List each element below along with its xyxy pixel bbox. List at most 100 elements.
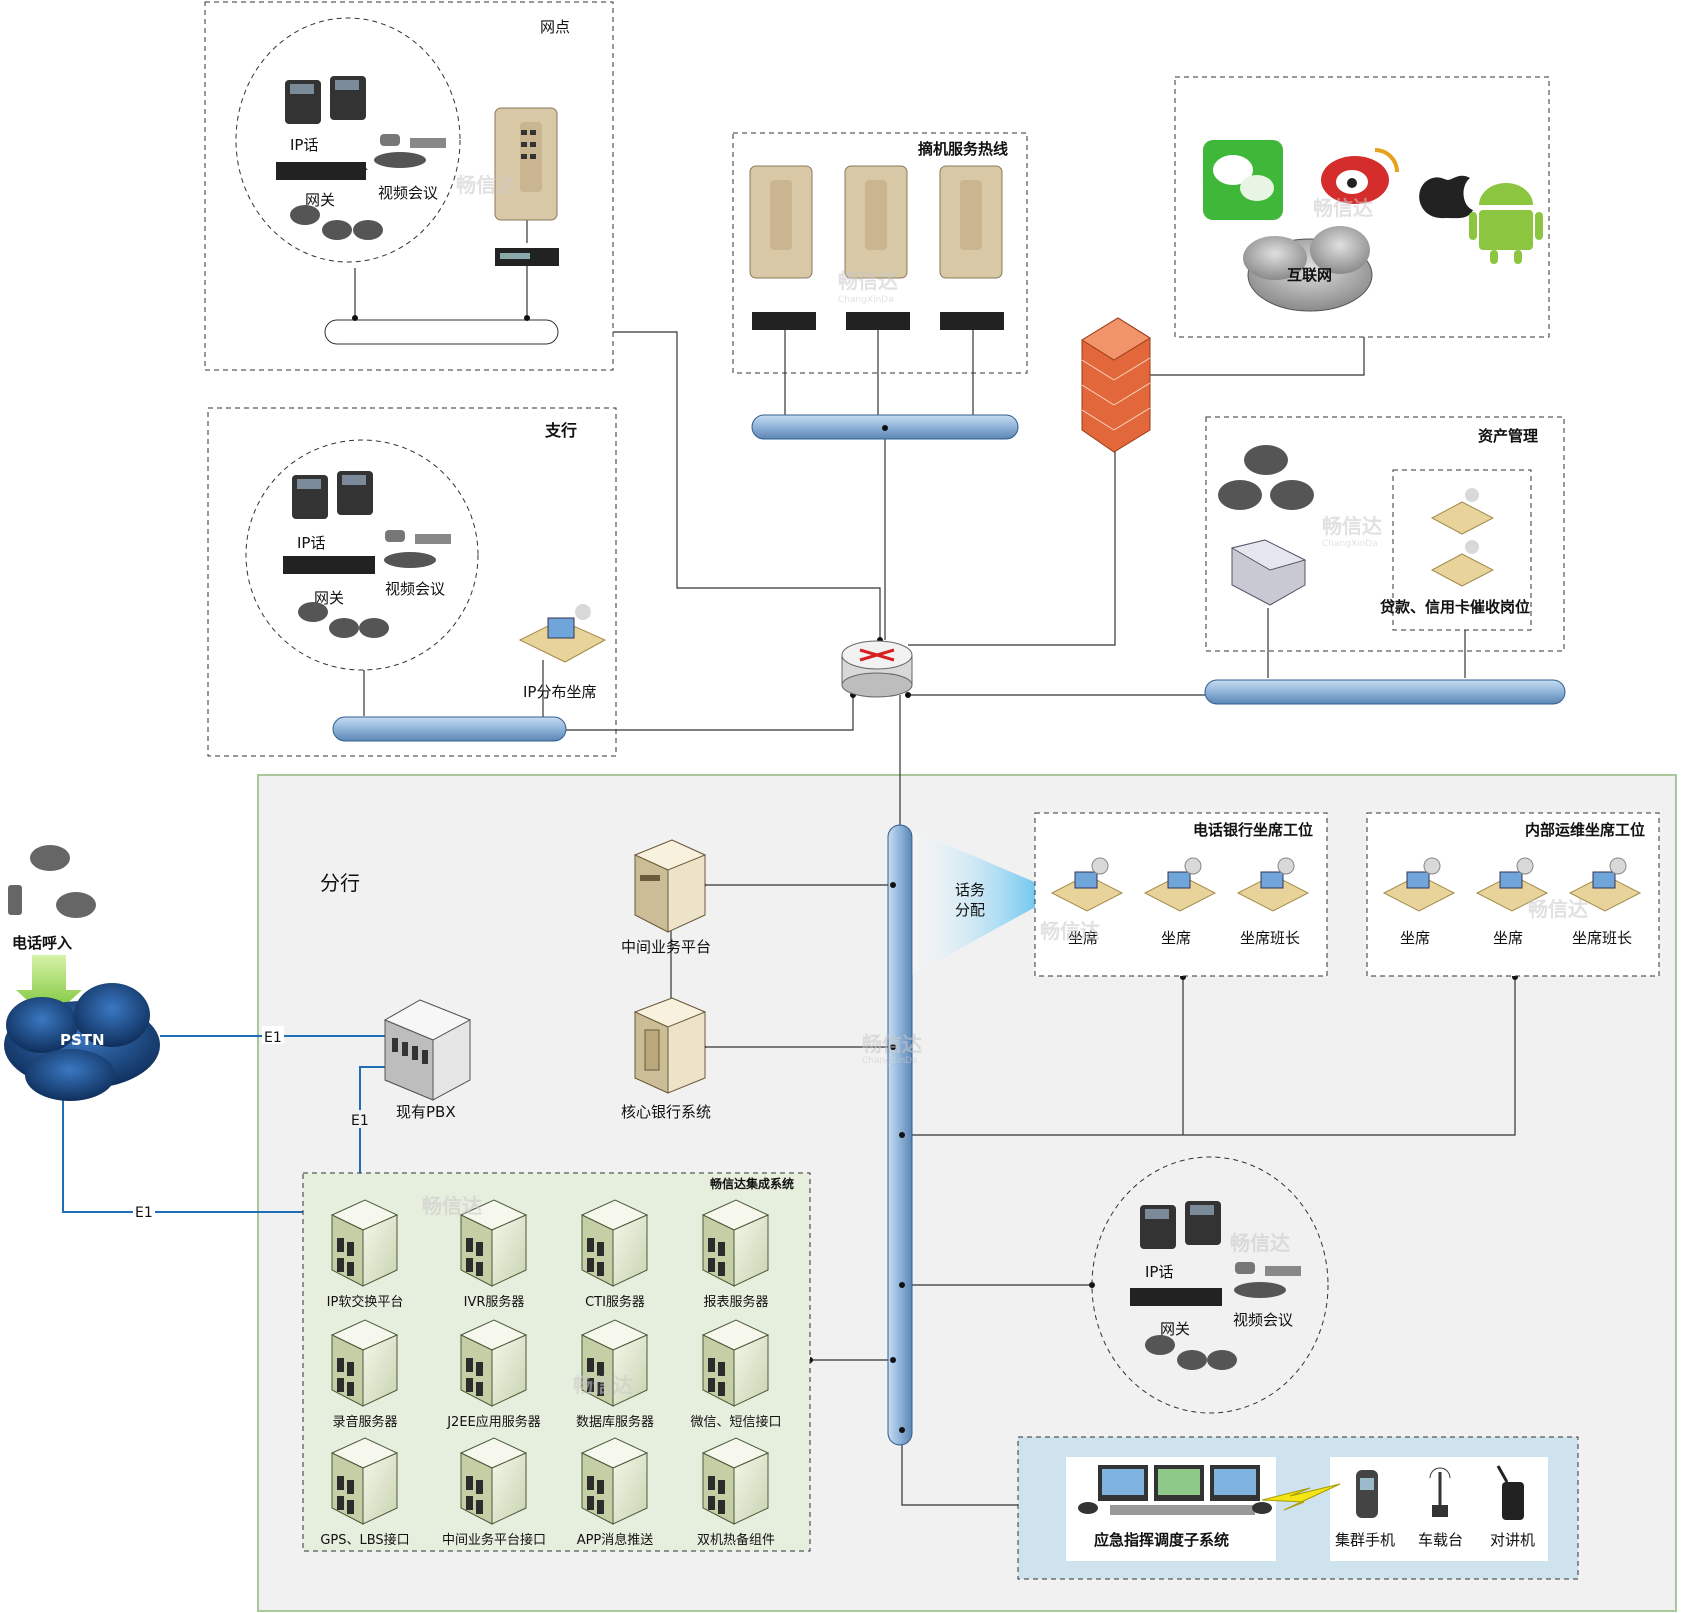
- hotline-phones-icon: [749, 165, 1003, 279]
- watermark-8: 畅信达: [573, 1373, 633, 1397]
- e1-label-bg-3: [133, 1202, 155, 1220]
- server-label: J2EE应用服务器: [446, 1414, 541, 1430]
- core-banking-server-icon: [633, 997, 707, 1094]
- watermark-6: 畅信达: [862, 1032, 922, 1056]
- collection-label: 贷款、信用卡催收岗位: [1380, 598, 1530, 616]
- pbx-icon: [383, 999, 472, 1101]
- outlet-analog-phones-icon: [290, 205, 383, 240]
- internal-agent-zone-label: 内部运维坐席工位: [1525, 821, 1645, 839]
- e1-label-1: E1: [264, 1030, 282, 1046]
- outlet-gateway-icon: [276, 162, 368, 180]
- walkie-talkie-icon: [1496, 1465, 1524, 1520]
- subbranch-gateway-icon: [283, 556, 375, 574]
- server-icon: J2EE应用服务器: [446, 1319, 541, 1430]
- internal-agent-2-label: 坐席: [1493, 929, 1523, 947]
- server-icon: 中间业务平台接口: [442, 1437, 546, 1548]
- outlet-adapter-icon: [495, 248, 559, 266]
- branch-zone-label: 分行: [320, 871, 360, 895]
- outlet-device-group: [235, 17, 461, 263]
- server-icon: IVR服务器: [459, 1199, 528, 1310]
- branch-ip-phone-label: IP话: [1145, 1263, 1173, 1281]
- buses: [324, 319, 1566, 1446]
- dispatch-label-2: 分配: [955, 901, 985, 919]
- branch-device-group: [1091, 1156, 1329, 1414]
- server-icon: 微信、短信接口: [690, 1319, 782, 1430]
- server-label: 中间业务平台接口: [442, 1532, 546, 1548]
- hotline-adapters-icon: [752, 312, 1004, 330]
- telbank-agent-1-label: 坐席: [1068, 929, 1098, 947]
- watermark-10: 畅信达: [1528, 897, 1588, 921]
- dispatch-console-icon: [1078, 1465, 1272, 1515]
- outlet-ip-phone-label: IP话: [290, 136, 318, 154]
- branch-ip-phones-icon: [1140, 1201, 1221, 1249]
- internal-agent-1-label: 坐席: [1400, 929, 1430, 947]
- middle-platform-label: 中间业务平台: [621, 938, 711, 956]
- internet-label: 互联网: [1287, 266, 1332, 284]
- call-in-label: 电话呼入: [12, 934, 72, 952]
- server-label: IP软交换平台: [327, 1294, 404, 1310]
- pstn-cloud-icon: [4, 983, 160, 1101]
- outlet-gateway-label: 网关: [305, 191, 335, 209]
- watermark-9: 畅信达: [1230, 1231, 1290, 1255]
- outlet-zone-label: 网点: [540, 18, 570, 36]
- subbranch-zone-label: 支行: [544, 421, 577, 440]
- watermark-1: 畅信达: [456, 173, 516, 197]
- watermark-sub-1: ChangXinDa: [838, 295, 894, 305]
- branch-gateway-label: 网关: [1160, 1320, 1190, 1338]
- e1-label-bg-2: [350, 1110, 372, 1128]
- outlet-ip-phones-icon: [285, 76, 366, 124]
- ip-agent-icon: [518, 604, 607, 663]
- telbank-agent-zone-label: 电话银行坐席工位: [1193, 821, 1313, 839]
- android-icon: [1469, 183, 1543, 264]
- connection-lines: [354, 218, 1516, 1506]
- outlet-video-conf-label: 视频会议: [378, 184, 438, 202]
- weibo-icon: [1321, 148, 1399, 204]
- server-icon: 报表服务器: [701, 1199, 770, 1310]
- agent-desks-icons: [1050, 857, 1642, 912]
- outlet-video-conf-icon: [374, 134, 446, 168]
- integration-zone-label: 畅信达集成系统: [710, 1176, 794, 1191]
- server-label: GPS、LBS接口: [320, 1532, 409, 1548]
- collection-agent-icons: [1430, 488, 1495, 587]
- subbranch-zone: [207, 407, 617, 757]
- watermarks: 畅信达 畅信达 畅信达 畅信达 畅信达 畅信达 畅信达 畅信达 畅信达 畅信达 …: [422, 173, 1588, 1397]
- server-icon: GPS、LBS接口: [320, 1437, 410, 1548]
- telbank-agent-2-label: 坐席: [1161, 929, 1191, 947]
- subbranch-bus: [332, 716, 567, 742]
- server-label: 双机热备组件: [697, 1532, 775, 1548]
- subbranch-analog-phones-icon: [298, 602, 389, 638]
- asset-zone-label: 资产管理: [1478, 427, 1538, 445]
- watermark-3: 畅信达: [1313, 196, 1373, 220]
- server-icon: APP消息推送: [577, 1437, 653, 1548]
- firewall-icon: [1081, 317, 1151, 453]
- telbank-agent-lead-label: 坐席班长: [1240, 929, 1300, 947]
- walkie-talkie-label: 对讲机: [1490, 1531, 1535, 1549]
- caller-devices-icon: [8, 845, 96, 918]
- server-icon: IP软交换平台: [327, 1199, 404, 1310]
- server-icon: CTI服务器: [580, 1199, 649, 1310]
- trunk-phone-label: 集群手机: [1335, 1531, 1395, 1549]
- server-label: 报表服务器: [703, 1294, 768, 1310]
- outlet-bus: [324, 319, 559, 345]
- watermark-4: 畅信达: [1322, 514, 1382, 538]
- pbx-label: 现有PBX: [396, 1103, 456, 1121]
- outlet-wall-phone-icon: [494, 107, 558, 221]
- server-icon: 双机热备组件: [697, 1437, 775, 1548]
- watermark-2: 畅信达: [838, 269, 898, 293]
- watermark-sub-2: ChangXinDa: [1322, 539, 1378, 549]
- apple-icon: [1419, 175, 1473, 219]
- subbranch-device-group: [245, 439, 479, 671]
- branch-video-conf-label: 视频会议: [1233, 1311, 1293, 1329]
- emergency-zone-label: 应急指挥调度子系统: [1094, 1531, 1229, 1549]
- watermark-sub-3: ChangXinDa: [862, 1056, 918, 1066]
- trunk-phone-icon: [1356, 1470, 1378, 1518]
- branch-analog-phones-icon: [1145, 1335, 1237, 1370]
- car-radio-label: 车载台: [1418, 1531, 1463, 1549]
- dispatch-cone: [912, 830, 1060, 975]
- asset-phones-icon: [1218, 445, 1314, 510]
- asset-bus: [1204, 679, 1566, 705]
- e1-label-2: E1: [351, 1113, 369, 1129]
- server-icon: 录音服务器: [330, 1319, 399, 1430]
